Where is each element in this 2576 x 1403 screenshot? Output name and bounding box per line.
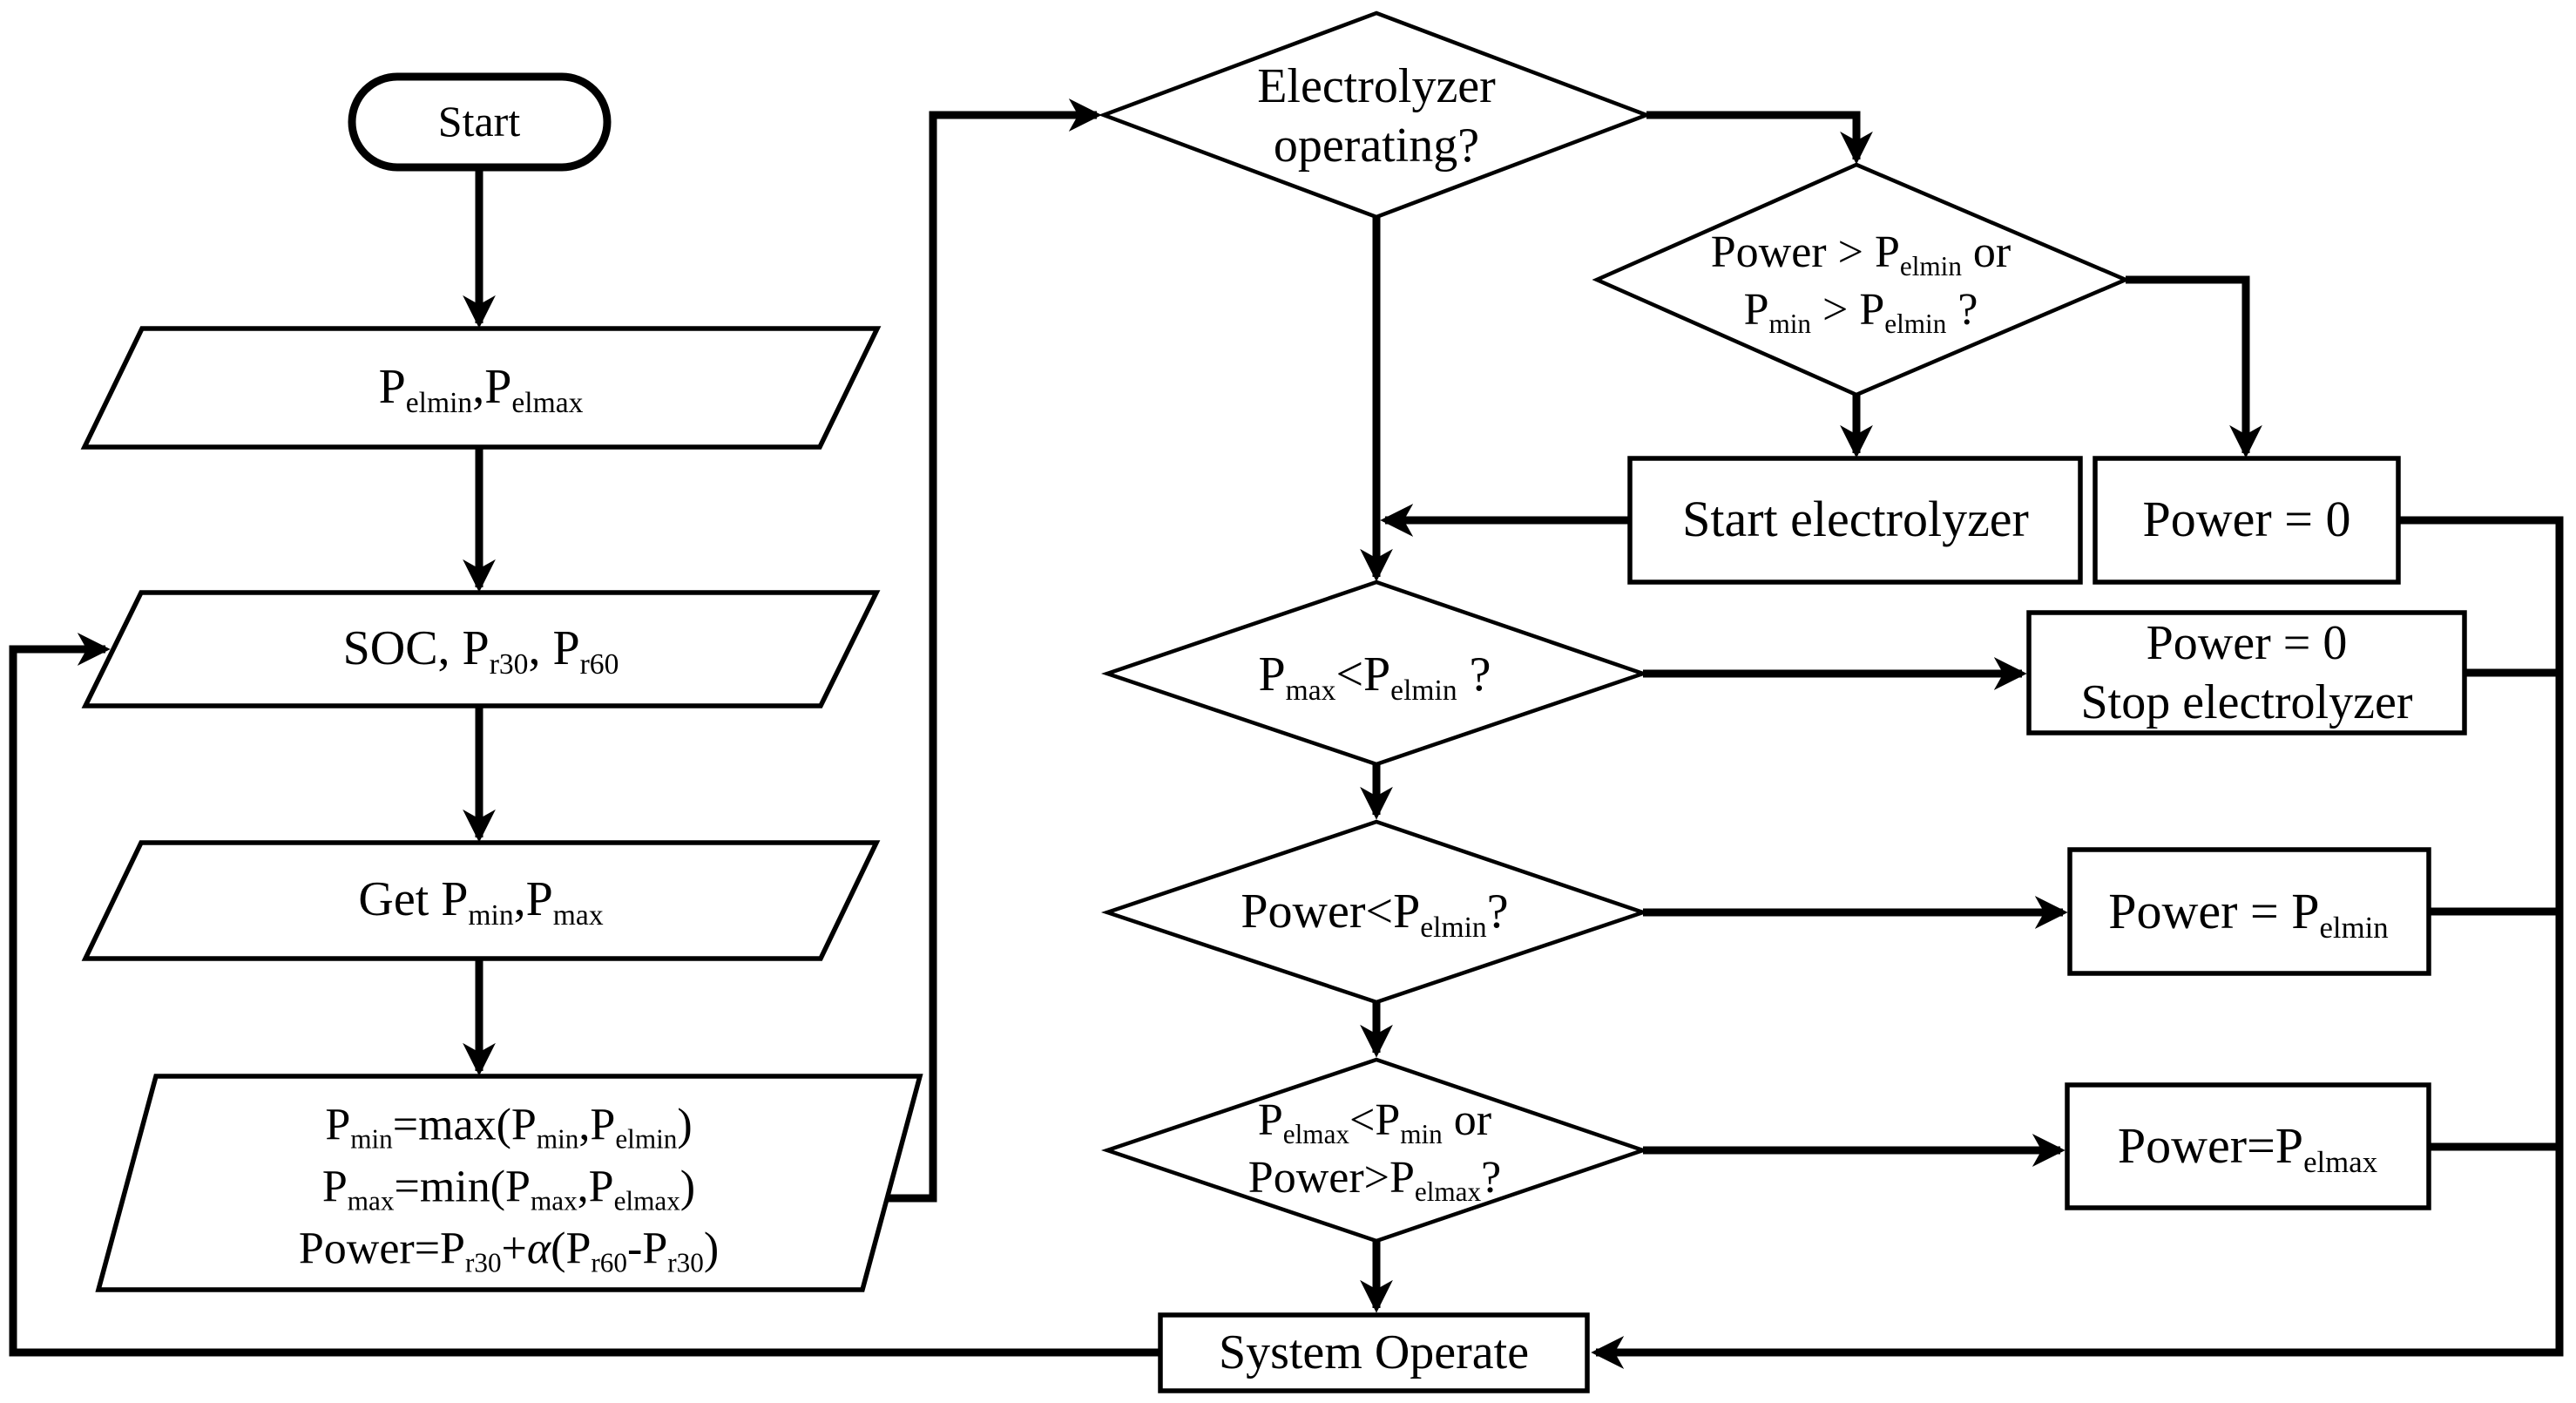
start-label-text: Start [437, 96, 521, 146]
start-electrolyzer-box-shape [1627, 456, 2083, 585]
power-below-elmin-label-text: Power<Pelmin? [1241, 884, 1509, 944]
system-operate-label: System Operate [1219, 1322, 1529, 1383]
connector-electrolyzer-operating-to-power-above-min-arrow [1646, 111, 1873, 165]
electrolyzer-operating-label: Electrolyzer operating? [1257, 57, 1496, 175]
power-above-min-line-2: Pmin > Pelmin ? [1743, 285, 1978, 339]
input-soc-label-text: SOC, Pr30, Pr60 [342, 621, 619, 681]
power-above-min-label: Power > Pelmin or Pmin > Pelmin ? [1711, 224, 2011, 339]
input-soc-label: SOC, Pr30, Pr60 [343, 618, 619, 679]
power-set-elmin-box-shape [2067, 847, 2431, 976]
stop-electrolyzer-label: Power = 0 Stop electrolyzer [2081, 613, 2413, 732]
input-limits-label-text: Pelmin,Pelmax [378, 360, 584, 419]
connector-power-above-min-to-power-zero-arrow [2126, 275, 2262, 458]
connector-right-rail-to-system-operate-arrow [1591, 516, 2564, 1369]
power-set-elmax-label-text: Power=Pelmax [2117, 1116, 2378, 1179]
electrolyzer-operating-line-2: operating? [1273, 119, 1480, 173]
start-electrolyzer-label-text: Start electrolyzer [1682, 490, 2029, 547]
power-zero-label: Power = 0 [2143, 488, 2351, 552]
stop-electrolyzer-box-shape [2026, 610, 2467, 735]
connector-system-operate-feedback-to-input-soc-arrow [9, 633, 1160, 1357]
elmax-exceeded-line-2: Power>Pelmax? [1247, 1153, 1502, 1207]
input-soc-parallelogram-shape [81, 590, 881, 708]
system-operate-label-text: System Operate [1218, 1325, 1530, 1379]
start-terminator-shape [348, 72, 612, 172]
input-limits-parallelogram-shape [80, 326, 882, 450]
power-below-elmin-label: Power<Pelmin? [1241, 881, 1508, 942]
stop-electrolyzer-line-1: Power = 0 [2146, 616, 2348, 670]
power-zero-label-text: Power = 0 [2142, 490, 2351, 547]
calc-power-parallelogram-shape [95, 1074, 923, 1292]
power-above-min-line-1: Power > Pelmin or [1710, 227, 2011, 281]
electrolyzer-operating-line-1: Electrolyzer [1257, 59, 1496, 113]
stop-electrolyzer-line-2: Stop electrolyzer [2080, 675, 2413, 729]
power-set-elmin-label-text: Power = Pelmin [2108, 882, 2389, 945]
get-minmax-parallelogram-shape [81, 840, 881, 961]
connector-calc-power-to-electrolyzer-operating-arrow [887, 98, 1102, 1203]
start-label: Start [438, 94, 520, 149]
calc-power-label: Pmin=max(Pmin,Pelmin) Pmax=min(Pmax,Pelm… [299, 1095, 719, 1280]
power-set-elmax-label: Power=Pelmax [2118, 1115, 2377, 1178]
power-zero-box-shape [2093, 456, 2401, 585]
elmax-exceeded-line-1: Pelmax<Pmin or [1257, 1095, 1492, 1149]
pmax-below-elmin-label: Pmax<Pelmin ? [1258, 644, 1491, 705]
get-minmax-label-text: Get Pmin,Pmax [358, 872, 604, 932]
pmax-below-elmin-label-text: Pmax<Pelmin ? [1258, 647, 1491, 707]
get-minmax-label: Get Pmin,Pmax [358, 869, 603, 930]
calc-power-line-1: Pmin=max(Pmin,Pelmin) [325, 1100, 693, 1155]
calc-power-line-2: Pmax=min(Pmax,Pelmax) [321, 1162, 696, 1217]
system-operate-box-shape [1158, 1312, 1590, 1393]
elmax-exceeded-label: Pelmax<Pmin or Power>Pelmax? [1248, 1092, 1501, 1207]
power-set-elmin-label: Power = Pelmin [2108, 880, 2388, 944]
start-electrolyzer-label: Start electrolyzer [1682, 488, 2029, 552]
calc-power-line-3: Power=Pr30+α(Pr60-Pr30) [298, 1223, 720, 1278]
input-limits-label: Pelmin,Pelmax [379, 356, 584, 417]
